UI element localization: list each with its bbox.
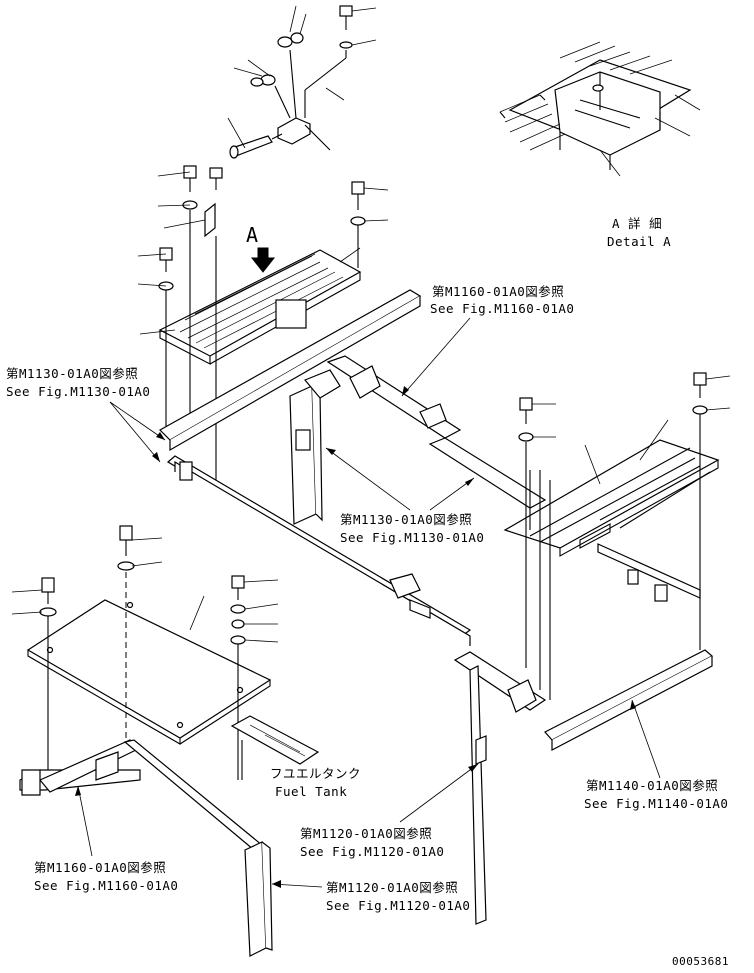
right-frame: [453, 372, 731, 925]
ref-m1120-bottom-en: See Fig.M1120-01A0: [326, 898, 470, 913]
fuel-tank-bracket: フユエルタンク Fuel Tank: [230, 715, 361, 799]
fuel-tank-label-en: Fuel Tank: [275, 784, 347, 799]
view-marker-a: A: [246, 223, 259, 247]
ref-m1120-bottom-jp: 第M1120-01A0図参照: [326, 880, 458, 895]
ref-m1160-bottom-en: See Fig.M1160-01A0: [34, 878, 178, 893]
ref-m1120-mid-jp: 第M1120-01A0図参照: [300, 826, 432, 841]
ref-m1140-jp: 第M1140-01A0図参照: [586, 778, 718, 793]
ref-m1130-mid-jp: 第M1130-01A0図参照: [340, 512, 472, 527]
ref-m1130-left-jp: 第M1130-01A0図参照: [6, 366, 138, 381]
latch-assembly: [227, 5, 377, 159]
cover-plate: [11, 525, 279, 780]
bottom-frame: [19, 739, 273, 957]
ref-m1140-en: See Fig.M1140-01A0: [584, 796, 728, 811]
detail-a-title-jp: A 詳 細: [612, 216, 662, 231]
drawing-number: 00053681: [672, 955, 729, 968]
ref-m1120-mid-en: See Fig.M1120-01A0: [300, 844, 444, 859]
reference-callouts: 第M1160-01A0図参照 See Fig.M1160-01A0 第M1130…: [6, 284, 728, 913]
view-arrow: [250, 247, 276, 273]
frame-beams: [159, 289, 547, 646]
detail-a-title-en: Detail A: [607, 234, 671, 249]
detail-a-view: A 詳 細 Detail A: [499, 41, 701, 249]
ref-m1160-bottom-jp: 第M1160-01A0図参照: [34, 860, 166, 875]
ref-m1130-mid-en: See Fig.M1130-01A0: [340, 530, 484, 545]
ref-m1160-top-en: See Fig.M1160-01A0: [430, 301, 574, 316]
ref-m1160-top-jp: 第M1160-01A0図参照: [432, 284, 564, 299]
ref-m1130-left-en: See Fig.M1130-01A0: [6, 384, 150, 399]
step-platform: A: [137, 165, 389, 480]
fuel-tank-label-jp: フユエルタンク: [270, 766, 361, 781]
